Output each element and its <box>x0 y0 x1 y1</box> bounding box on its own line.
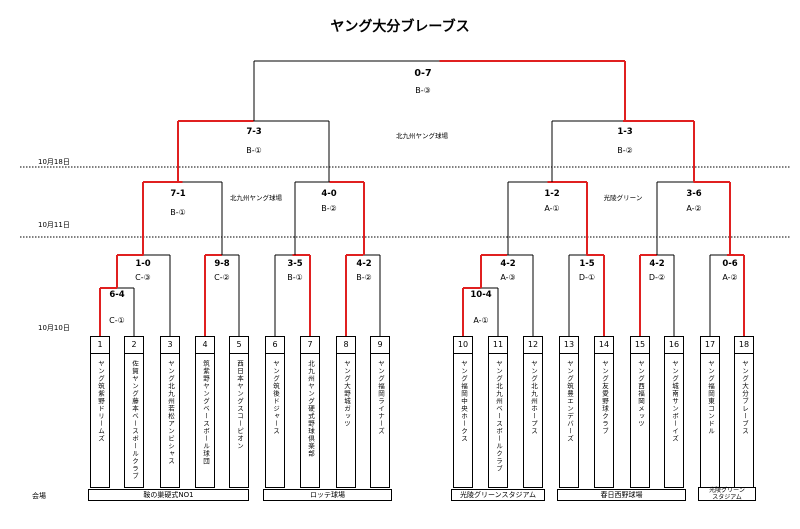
match-game: B-① <box>287 273 303 282</box>
date-label-oct18: 10月18日 <box>38 158 70 166</box>
final-score: 0-7 <box>414 68 432 79</box>
match-score: 4-2 <box>649 259 665 269</box>
match-game: A-① <box>473 316 489 325</box>
venue-box: 鞍の巣硬式NO1 <box>88 489 249 501</box>
venue-note: 光陵グリーン <box>603 194 643 202</box>
match-score: 7-3 <box>246 127 262 137</box>
page-title: ヤング大分ブレーブス <box>330 19 470 35</box>
match-game: D-② <box>648 273 666 282</box>
venue-box: 春日西野球場 <box>557 489 686 501</box>
venue-box: ロッテ球場 <box>263 489 392 501</box>
venue-heading: 会場 <box>32 492 46 500</box>
match-game: A-③ <box>500 273 516 282</box>
date-label-oct11: 10月11日 <box>38 221 70 229</box>
match-game: B-② <box>321 204 337 213</box>
match-game: B-① <box>170 208 186 217</box>
match-score: 1-0 <box>135 259 151 269</box>
venue-box: 光陵グリーンスタジアム <box>451 489 545 501</box>
match-game: B-② <box>617 146 633 155</box>
match-game: A-② <box>686 204 702 213</box>
match-score: 1-5 <box>579 259 595 269</box>
match-game: C-② <box>214 273 230 282</box>
match-score: 0-6 <box>722 259 738 269</box>
match-game: B-② <box>356 273 372 282</box>
match-score: 3-6 <box>686 189 702 199</box>
venue-box: 光陵グリーン スタジアム <box>698 487 756 501</box>
date-label-oct10: 10月10日 <box>38 324 70 332</box>
match-score: 7-1 <box>170 189 186 199</box>
match-score: 6-4 <box>109 290 125 300</box>
venue-note: 北九州ヤング球場 <box>230 194 282 202</box>
match-score: 10-4 <box>470 290 492 300</box>
match-score: 9-8 <box>214 259 230 269</box>
match-score: 4-2 <box>500 259 516 269</box>
match-game: D-① <box>578 273 596 282</box>
match-score: 1-3 <box>617 127 633 137</box>
match-score: 3-5 <box>287 259 303 269</box>
match-game: A-① <box>544 204 560 213</box>
match-game: C-① <box>109 316 125 325</box>
venue-note: 北九州ヤング球場 <box>396 132 448 140</box>
match-score: 4-0 <box>321 189 337 199</box>
match-game: C-③ <box>135 273 151 282</box>
match-game: A-② <box>722 273 738 282</box>
match-game: B-① <box>246 146 262 155</box>
match-score: 4-2 <box>356 259 372 269</box>
match-score: 1-2 <box>544 189 560 199</box>
final-game: B-③ <box>415 86 431 95</box>
